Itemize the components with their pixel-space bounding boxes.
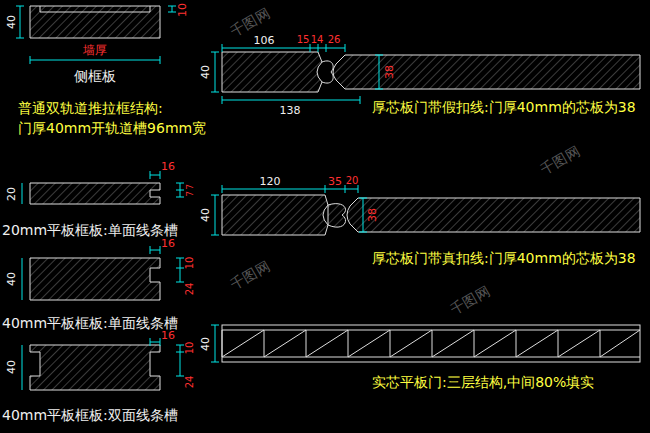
dimension-label: 24 [185, 283, 195, 296]
dimension-label: 16 [161, 161, 175, 172]
core-rib [516, 330, 558, 357]
core-rib [474, 330, 475, 357]
core-rib [558, 330, 559, 357]
dimension-label: 7 [186, 191, 195, 197]
dimension-label: 40 [200, 208, 211, 222]
dimension-label: 16 [161, 330, 175, 341]
dimension-label: 40 [6, 272, 17, 286]
core-rib [600, 330, 640, 357]
core-rib [222, 330, 223, 357]
dimension-label: 24 [185, 376, 195, 389]
note-label: 普通双轨道推拉框结构: [18, 101, 163, 115]
core-rib [558, 330, 600, 357]
flat-board-20 [30, 183, 160, 204]
dimension-label: 40 [6, 360, 17, 374]
dimension-label: 20 [6, 187, 17, 201]
core-rib [306, 330, 307, 357]
part-name-label: 40mm平板框板:双面线条槽 [2, 408, 178, 422]
part-name-label: 40mm平板框板:单面线条槽 [2, 316, 178, 330]
note-label: 门厚40mm开轨道槽96mm宽 [18, 121, 206, 135]
watermark-label: 千图网 [448, 283, 491, 316]
note-label: 厚芯板门带真扣线:门厚40mm的芯板为38 [372, 251, 636, 265]
side-frame [30, 6, 160, 38]
core-rib [348, 330, 390, 357]
track-groove [40, 6, 150, 12]
note-label: 实芯平板门:三层结构,中间80%填实 [372, 375, 594, 389]
core-rib [432, 330, 474, 357]
core-rib [348, 330, 349, 357]
core-rib [222, 330, 264, 357]
watermark-label: 千图网 [228, 258, 271, 291]
dimension-lines [16, 6, 383, 390]
flat-board-40-double [30, 345, 160, 390]
door-jamb [222, 52, 322, 92]
dimension-label: 14 [311, 35, 324, 45]
true-moulding [328, 204, 346, 228]
dimension-label: 10 [185, 257, 195, 270]
core-rib [600, 330, 601, 357]
dimension-label: 7 [186, 184, 195, 190]
core-rib [516, 330, 517, 357]
dimension-label: 40 [200, 65, 211, 79]
watermark-label: 千图网 [538, 143, 581, 176]
dimension-label: 墙厚 [83, 44, 107, 56]
dimension-label: 10 [185, 342, 195, 355]
dimension-label: 16 [161, 238, 175, 249]
core-panel [347, 198, 640, 232]
dimension-label: 38 [367, 208, 378, 222]
solid-door [222, 325, 640, 362]
core-rib [264, 330, 306, 357]
flat-board-40 [30, 258, 160, 300]
core-rib [390, 330, 391, 357]
door-jamb [222, 195, 328, 235]
dimension-label: 15 [297, 35, 310, 45]
false-moulding [322, 61, 333, 83]
dimension-label: 20 [346, 176, 359, 186]
part-name-label: 侧框板 [74, 69, 116, 83]
dimension-label: 120 [260, 176, 281, 187]
dimension-label: 38 [384, 65, 395, 79]
core-rib [306, 330, 348, 357]
dimension-label: 138 [280, 105, 301, 116]
note-label: 厚芯板门带假扣线:门厚40mm的芯板为38 [372, 100, 636, 114]
dimension-label: 106 [254, 35, 275, 46]
core-rib [264, 330, 265, 357]
core-rib [432, 330, 433, 357]
part-name-label: 20mm平板框板:单面线条槽 [2, 223, 178, 237]
dimension-label: 40 [200, 337, 211, 351]
core-rib [390, 330, 432, 357]
dimension-label: 26 [328, 35, 341, 45]
core-rib [474, 330, 516, 357]
core-panel [333, 55, 640, 89]
dimension-label: 40 [6, 15, 17, 29]
dimension-label: 35 [328, 176, 342, 187]
dimension-label: 10 [177, 3, 188, 17]
